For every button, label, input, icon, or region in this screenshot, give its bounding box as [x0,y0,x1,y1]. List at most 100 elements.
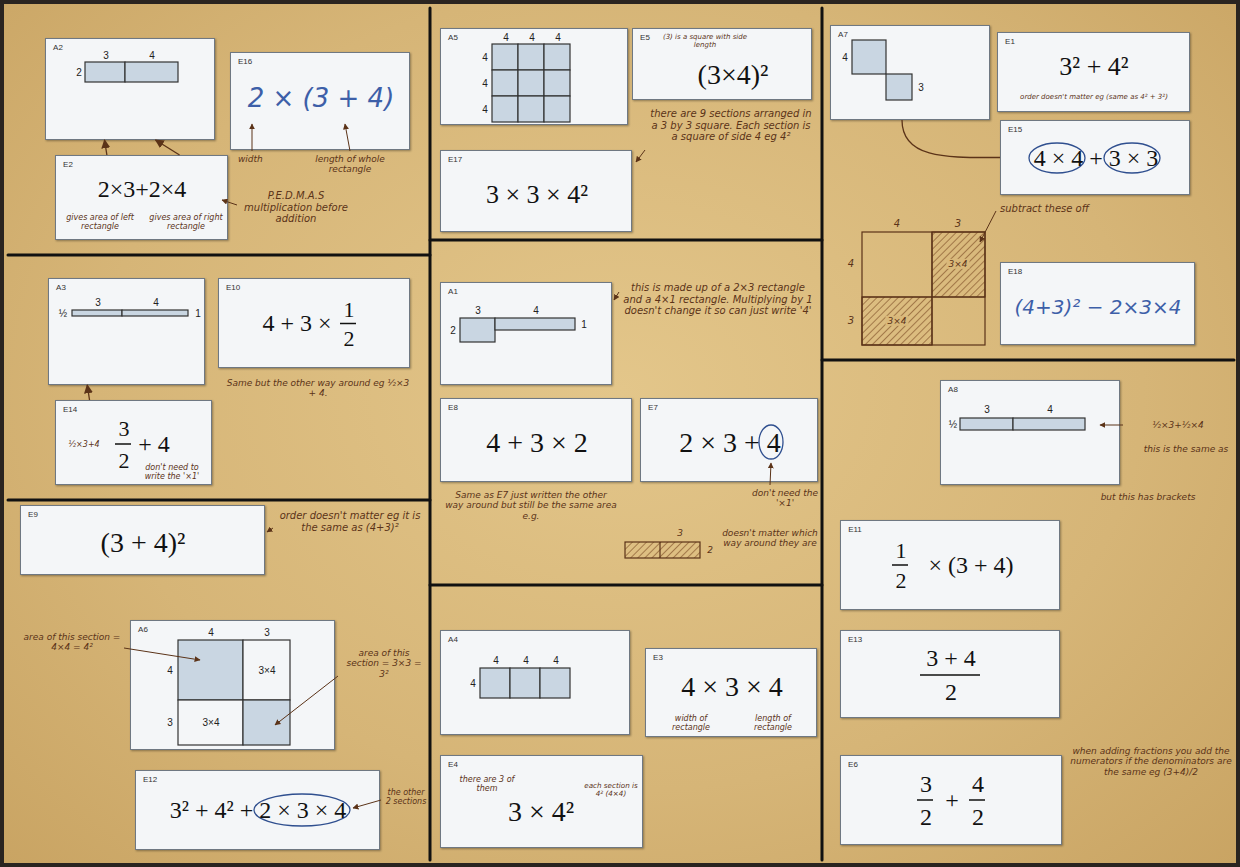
expression: 2 [945,679,957,707]
expression: 4 × 4 + 3 × 3 [1034,145,1159,173]
card-id: A7 [838,30,848,39]
dimension-number: 4 [482,52,488,64]
handwritten-note: ½×3+½×4 [1126,420,1230,430]
expression: 4 × 3 × 4 [681,671,783,703]
card: A2342 [45,38,215,140]
annotation: ½×3+4 [67,440,101,449]
annotation: gives area of left rectangle [61,213,139,231]
annotation: each section is 4² (4×4) [583,782,639,799]
expression: 1 [896,538,907,563]
handwritten-note: Same as E7 just written the other way ar… [445,490,617,521]
dimension-number: 3 [475,305,481,317]
connector-arrow [105,140,107,155]
annotation: order doesn't matter eg (same as 4² + 3²… [1014,93,1174,101]
card-id: E1 [1005,37,1015,46]
handwritten-note: there are 9 sections arranged in a 3 by … [648,108,814,143]
dimension-number: 2 [450,325,456,337]
dimension-number: 4 [523,655,529,667]
sketch-squares [625,232,985,558]
handwritten-note: 4 [848,258,854,270]
dimension-number: 3 [984,404,990,416]
card: E173 × 3 × 4² [440,150,632,232]
expression: 2 × 3 + 4 [679,427,781,459]
card-id: E9 [28,510,38,519]
card: E11 1 2 × (3 + 4) [840,520,1060,610]
card: A334½1 [48,278,205,385]
expression: + 4 [138,431,170,459]
card-id: A8 [948,385,958,394]
dimension-number: 4 [555,32,561,44]
expression: 2 [119,448,130,473]
card-id: E7 [648,403,658,412]
card: E18 (4+3)² − 2×3×4 [1000,262,1195,345]
expression: 3 [920,771,932,799]
card-id: A1 [448,287,458,296]
expression: 2 [920,804,932,832]
dimension-number: 4 [503,32,509,44]
handwritten-expression: 2 × (3 + 4) [248,84,395,114]
expression: × (3 + 4) [928,552,1013,580]
card: E7 2 × 3 + 4 [640,398,818,482]
connector-arrow [87,385,89,400]
card-id: E5 [640,33,650,42]
card-id: E2 [63,160,73,169]
expression: 3² + 4² + 2 × 3 × 4 [170,797,347,825]
card-id: E4 [448,760,458,769]
card: E22×3+2×4gives area of left rectanglegiv… [55,155,228,240]
card-id: E8 [448,403,458,412]
expression: 4 [972,771,984,799]
dimension-number: 4 [482,78,488,90]
card-id: E12 [143,775,157,784]
expression: 2 [896,568,907,593]
annotation: gives area of right rectangle [147,213,225,231]
dimension-number: 4 [167,665,173,677]
card-id: E10 [226,283,240,292]
card-id: E18 [1008,267,1022,276]
card: E9(3 + 4)² [20,505,265,575]
dimension-number: 3 [103,50,109,62]
handwritten-note: order doesn't matter eg it is the same a… [276,510,424,533]
expression: 2 [344,326,355,351]
dimension-number: 4 [1047,404,1053,416]
expression: 3 × 4² [508,796,574,828]
card: E13² + 4²order doesn't matter eg (same a… [997,32,1190,112]
handwritten-note: don't need the '×1' [752,488,818,509]
handwritten-note: but this has brackets [1068,492,1228,502]
handwritten-note: when adding fractions you add the numera… [1070,746,1232,777]
card: E12 3² + 4² + 2 × 3 × 4 [135,770,380,850]
card-id: E15 [1008,125,1022,134]
handwritten-note: this is the same as [1140,444,1232,454]
expression: 2 [972,804,984,832]
card-id: A5 [448,33,458,42]
handwritten-note: 3×4 [947,259,970,269]
handwritten-note: P.E.D.M.A.S multiplication before additi… [240,190,352,225]
expression: 3 × 3 × 4² [486,180,588,210]
card: E5(3) is a square with side length(3×4)² [632,28,812,100]
handwritten-note: 2 [707,545,713,555]
expression: 1 [344,297,355,322]
dimension-number: ½ [949,419,957,431]
card-id: E3 [653,653,663,662]
card-id: A6 [138,625,148,634]
dimension-number: 4 [208,627,214,639]
dimension-number: 4 [493,655,499,667]
card: E8 4 + 3 × 2 [440,398,632,482]
card: E133 + 42 [840,630,1060,718]
card-id: E13 [848,635,862,644]
dimension-number: 4 [482,104,488,116]
card-id: E11 [848,525,862,534]
expression: 4 + 3 × 2 [486,427,588,459]
dimension-number: 4 [529,32,535,44]
card: E162 × (3 + 4) [230,52,410,150]
dimension-number: 3 [918,82,924,94]
dimension-number: 3×4 [259,665,276,677]
handwritten-note: this is made up of a 2×3 rectangle and a… [622,282,814,317]
dimension-number: 3 [95,297,101,309]
dimension-number: 3 [167,717,173,729]
expression: 4 + 3 × [262,310,331,338]
handwritten-expression: (4+3)² − 2×3×4 [1015,296,1182,319]
dimension-number: 3×4 [203,717,220,729]
card-id: E14 [63,405,77,414]
